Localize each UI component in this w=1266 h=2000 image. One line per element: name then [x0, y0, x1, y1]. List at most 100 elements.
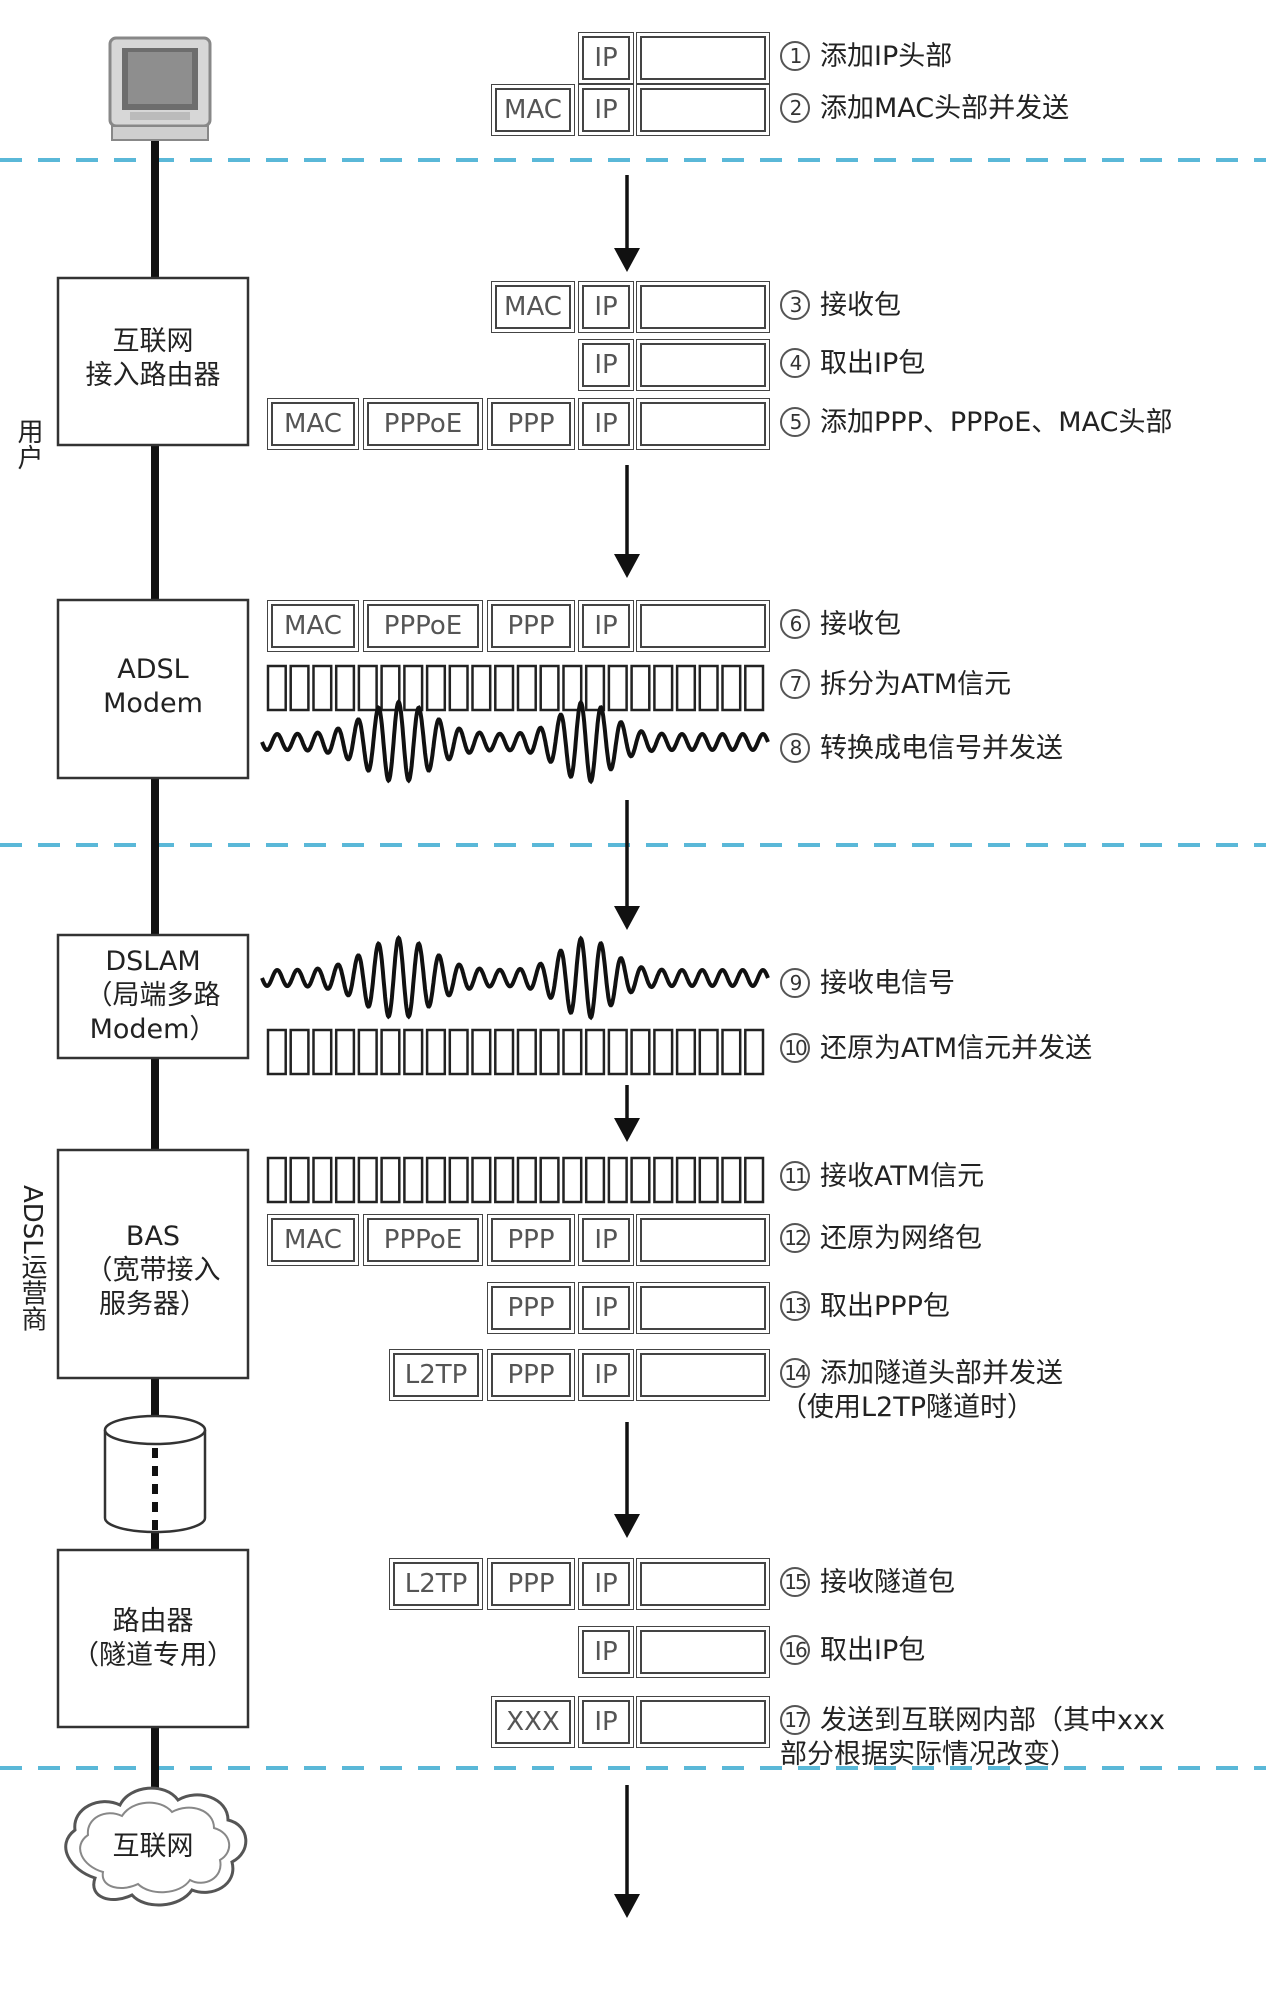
ip-header: IP: [578, 1696, 634, 1748]
atm-cell: [516, 664, 537, 712]
electric-signal-wave-step-8: [260, 699, 770, 785]
internet-label: 互联网: [112, 1831, 194, 1862]
internet-cloud-icon: [64, 1786, 248, 1907]
atm-cell: [471, 1028, 492, 1076]
zone-label-isp: ADSL运营商: [17, 1185, 47, 1332]
atm-cell: [357, 1156, 378, 1204]
atm-cell: [630, 1156, 651, 1204]
bas-box: [56, 1148, 250, 1380]
atm-cells-step-7: [266, 664, 765, 712]
flow-arrow-4: [614, 1085, 640, 1142]
ip-header: IP: [578, 1349, 634, 1401]
pppoe-header: PPPoE: [363, 398, 483, 450]
tunnel-router-label: 路由器 （隧道专用）: [72, 1606, 234, 1671]
mac-header: MAC: [267, 398, 359, 450]
atm-cell: [312, 1156, 333, 1204]
mac-header: MAC: [491, 84, 575, 136]
access-router-label: 互联网 接入路由器: [85, 326, 221, 391]
atm-cell: [471, 664, 492, 712]
atm-cell: [471, 1156, 492, 1204]
atm-cell: [744, 664, 765, 712]
atm-cell: [721, 664, 742, 712]
ppp-header: PPP: [487, 1214, 575, 1266]
atm-cell: [312, 1028, 333, 1076]
atm-cell: [607, 1156, 628, 1204]
atm-cell: [744, 1028, 765, 1076]
packet-data: [636, 398, 770, 450]
atm-cell: [539, 1156, 560, 1204]
packet-data: [636, 32, 770, 84]
atm-cell: [334, 1156, 356, 1204]
ip-header: IP: [578, 1626, 634, 1678]
adsl-modem-box: [56, 598, 250, 780]
tunnel-cylinder-icon: [103, 1414, 207, 1534]
atm-cell: [266, 1028, 287, 1076]
packet-data: [636, 1214, 770, 1266]
atm-cell: [289, 1156, 310, 1204]
atm-cell: [539, 1028, 560, 1076]
mac-header: MAC: [267, 600, 359, 652]
ip-header: IP: [578, 32, 634, 84]
ip-header: IP: [578, 84, 634, 136]
atm-cell: [334, 1028, 356, 1076]
packet-data: [636, 1558, 770, 1610]
atm-cell: [698, 1156, 719, 1204]
atm-cell: [698, 1028, 719, 1076]
atm-cell: [380, 1028, 401, 1076]
flow-arrow-6: [614, 1785, 640, 1918]
atm-cell: [630, 664, 651, 712]
packet-data: [636, 1696, 770, 1748]
atm-cell: [289, 1028, 310, 1076]
atm-cell: [630, 1028, 651, 1076]
atm-cell: [675, 1028, 697, 1076]
atm-cell: [698, 664, 719, 712]
ppp-header: PPP: [487, 398, 575, 450]
packet-data: [636, 1282, 770, 1334]
packet-data: [636, 84, 770, 136]
l2tp-header: L2TP: [389, 1349, 483, 1401]
packet-data: [636, 1626, 770, 1678]
atm-cell: [448, 1156, 469, 1204]
flow-arrow-3: [614, 800, 640, 930]
xxx-header: XXX: [491, 1696, 575, 1748]
atm-cell: [584, 1028, 606, 1076]
flow-arrow-5: [614, 1422, 640, 1538]
ppp-header: PPP: [487, 1282, 575, 1334]
atm-cell: [380, 1156, 401, 1204]
atm-cell: [653, 1156, 674, 1204]
ip-header: IP: [578, 281, 634, 333]
ip-header: IP: [578, 398, 634, 450]
atm-cell: [266, 1156, 287, 1204]
atm-cell: [721, 1156, 742, 1204]
atm-cell: [403, 664, 424, 712]
atm-cell: [266, 664, 287, 712]
atm-cell: [562, 664, 583, 712]
atm-cell: [562, 1156, 583, 1204]
flow-arrow-2: [614, 465, 640, 578]
atm-cell: [494, 664, 515, 712]
atm-cell: [584, 1156, 606, 1204]
atm-cell: [584, 664, 606, 712]
bas-label: BAS （宽带接入 服务器）: [85, 1221, 221, 1320]
ip-header: IP: [578, 1558, 634, 1610]
atm-cell: [425, 664, 447, 712]
atm-cell: [653, 664, 674, 712]
atm-cell: [516, 1156, 537, 1204]
packet-data: [636, 1349, 770, 1401]
pppoe-header: PPPoE: [363, 600, 483, 652]
atm-cell: [357, 1028, 378, 1076]
atm-cell: [334, 664, 356, 712]
atm-cell: [425, 1028, 447, 1076]
atm-cell: [380, 664, 401, 712]
ip-header: IP: [578, 1282, 634, 1334]
